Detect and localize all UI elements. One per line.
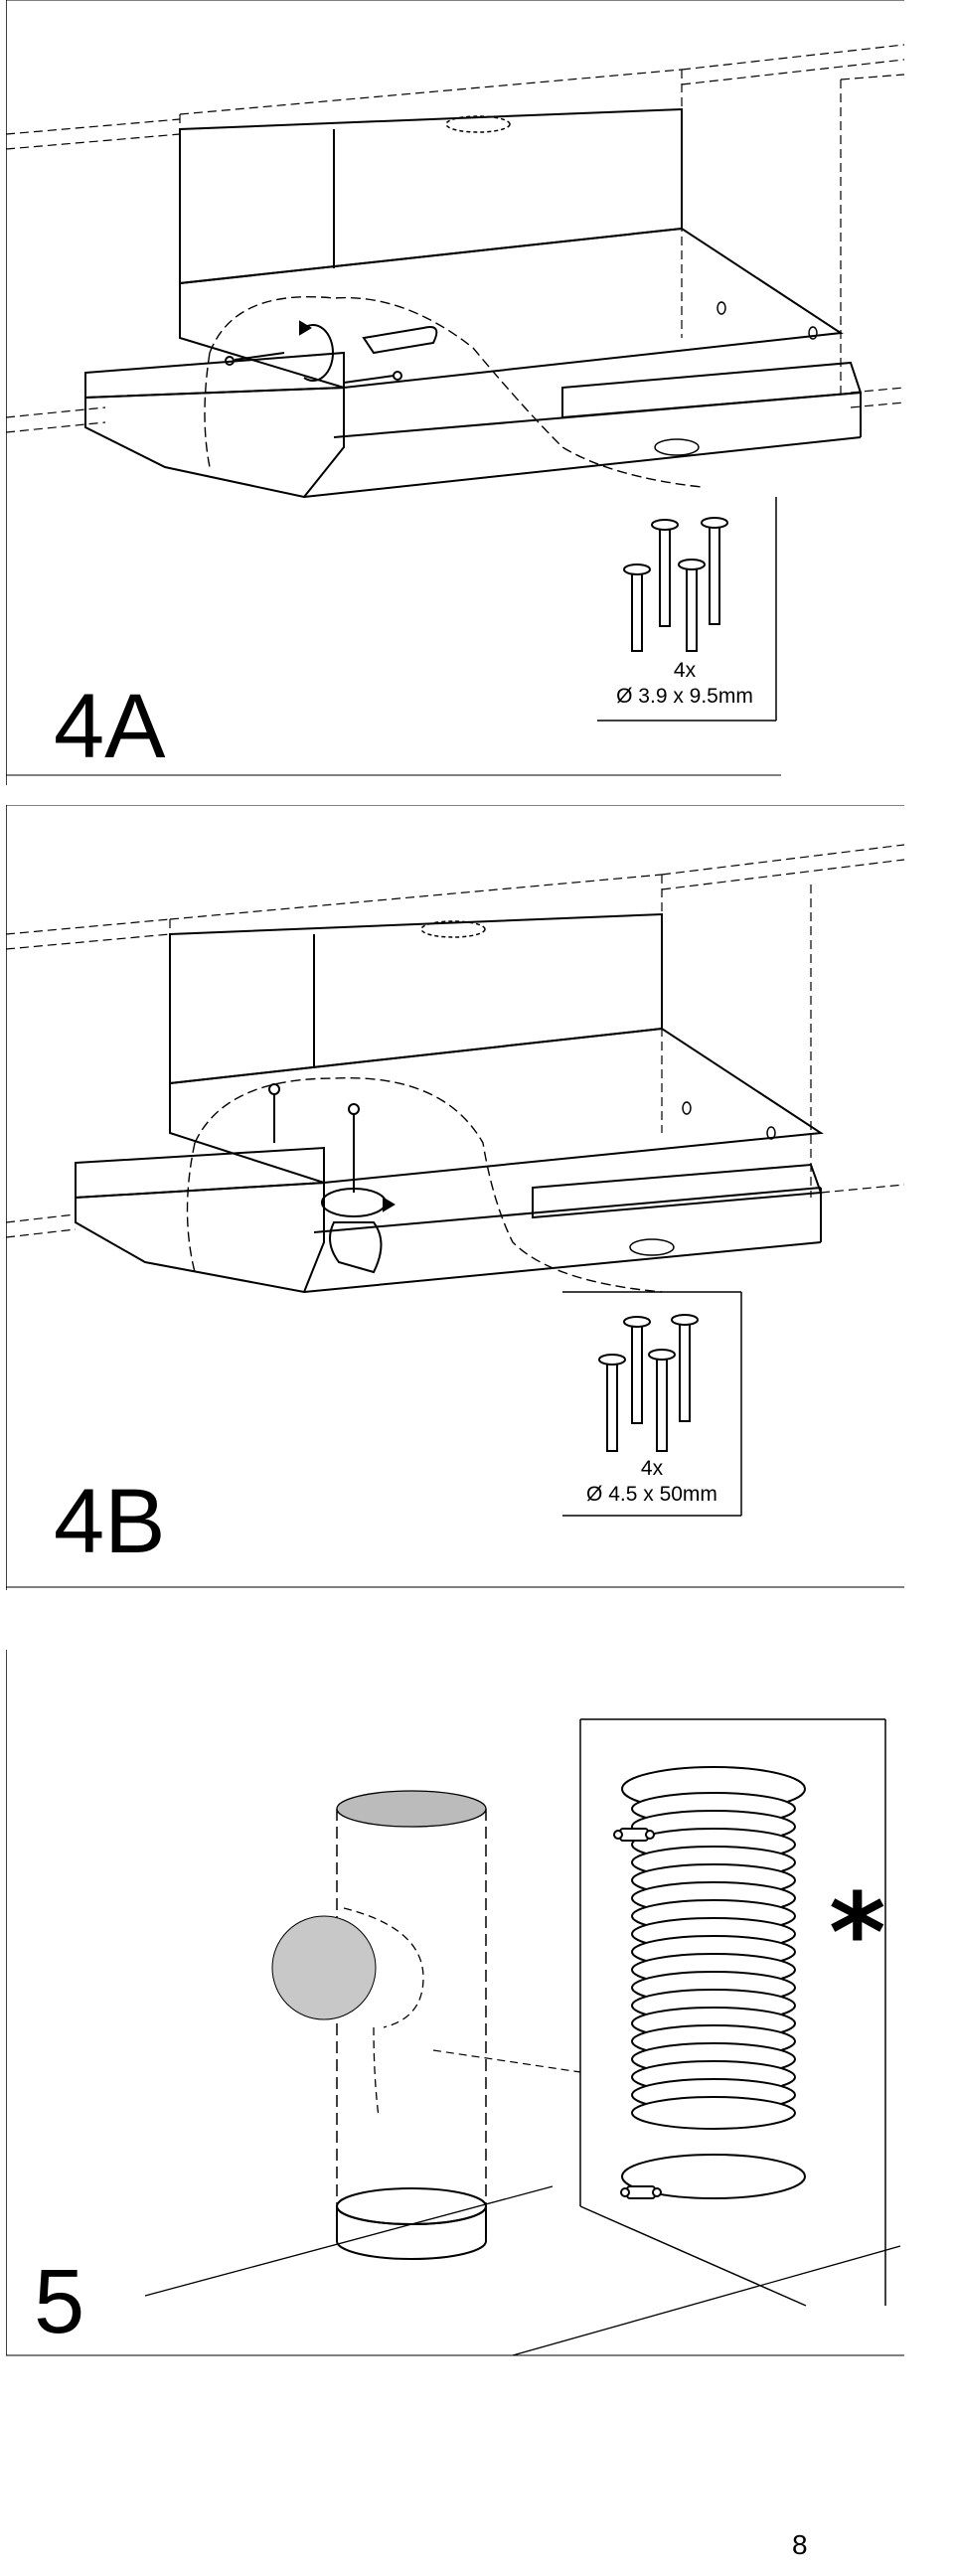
step-5-panel: * 5 xyxy=(6,1650,904,2365)
step-4a-illustration xyxy=(6,0,904,785)
step-5-label: 5 xyxy=(34,2251,85,2352)
step-4b-panel: 4x Ø 4.5 x 50mm 4B xyxy=(6,805,904,1590)
step-5-illustration xyxy=(6,1650,904,2356)
hose-clamp-bottom xyxy=(621,2154,806,2199)
step-4b-illustration xyxy=(6,805,904,1590)
step-4a-screw-size: Ø 3.9 x 9.5mm xyxy=(616,685,753,709)
step-4a-screw-quantity: 4x xyxy=(673,659,697,682)
step-4b-screw-quantity: 4x xyxy=(640,1457,664,1480)
page-number: 8 xyxy=(792,2529,808,2560)
step-4a-screw-caption: 4x Ø 3.9 x 9.5mm xyxy=(600,658,769,711)
step-4b-label: 4B xyxy=(54,1471,166,1572)
duct-top xyxy=(336,1790,487,1828)
step-5-asterisk-marker: * xyxy=(829,1869,886,1997)
step-4b-screw-size: Ø 4.5 x 50mm xyxy=(586,1483,717,1507)
step-4a-label: 4A xyxy=(54,676,166,777)
step-4a-panel: 4x Ø 3.9 x 9.5mm 4A xyxy=(6,0,904,785)
step-4b-screw-caption: 4x Ø 4.5 x 50mm xyxy=(562,1456,741,1509)
flexible-hose xyxy=(631,1792,796,2130)
